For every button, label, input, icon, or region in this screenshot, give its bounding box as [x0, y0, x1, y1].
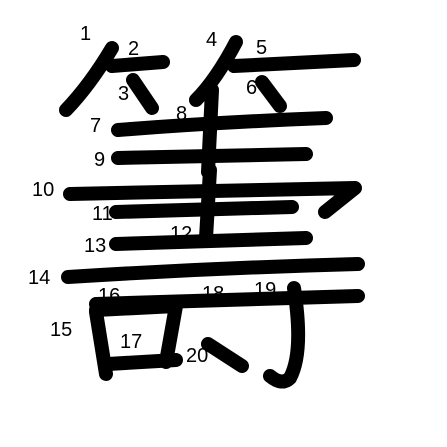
stroke-17	[101, 353, 183, 371]
stroke-1	[59, 41, 119, 117]
stroke-18	[89, 289, 365, 311]
stroke-label-6: 6	[246, 77, 257, 99]
stroke-label-1: 1	[80, 23, 91, 45]
stroke-label-15: 15	[50, 319, 72, 341]
stroke-19	[263, 281, 306, 389]
stroke-label-16: 16	[98, 285, 120, 307]
stroke-label-13: 13	[84, 235, 106, 257]
stroke-4	[189, 35, 243, 107]
stroke-label-12: 12	[170, 223, 192, 245]
stroke-14	[61, 257, 365, 284]
stroke-label-5: 5	[256, 37, 267, 59]
stroke-label-7: 7	[90, 115, 101, 137]
stroke-9	[111, 147, 313, 165]
stroke-12	[199, 163, 217, 245]
stroke-6	[255, 75, 287, 113]
stroke-20	[201, 337, 249, 373]
stroke-3	[126, 73, 159, 115]
character-strokes	[59, 35, 365, 389]
stroke-label-8: 8	[176, 103, 187, 125]
stroke-label-2: 2	[128, 38, 139, 60]
stroke-2	[105, 55, 170, 73]
stroke-label-10: 10	[32, 179, 54, 201]
stroke-label-3: 3	[118, 83, 129, 105]
stroke-label-20: 20	[186, 345, 208, 367]
stroke-label-19: 19	[254, 279, 276, 301]
stroke-label-14: 14	[28, 267, 50, 289]
stroke-10	[63, 181, 362, 219]
stroke-7	[111, 111, 333, 137]
stroke-13	[109, 231, 313, 251]
stroke-label-9: 9	[94, 149, 105, 171]
stroke-label-11: 11	[92, 203, 113, 225]
stroke-label-18: 18	[202, 283, 224, 305]
stroke-5	[227, 53, 361, 73]
stroke-label-17: 17	[120, 331, 142, 353]
stroke-label-4: 4	[206, 29, 217, 51]
